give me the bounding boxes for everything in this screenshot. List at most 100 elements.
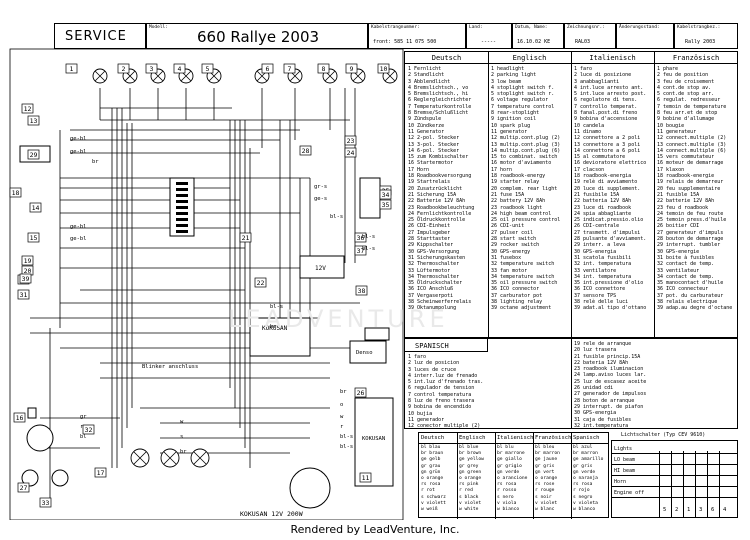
component-number-box — [21, 103, 34, 114]
wire-color-label: gr — [80, 414, 87, 420]
legend-item-fr: 32 contact de temp. — [657, 261, 715, 268]
legend-item-fr: 3 feu de croisement — [657, 78, 715, 85]
component-number-box — [145, 63, 158, 74]
ignition-coil-box — [364, 327, 390, 341]
legend-item-fr: 20 feu supplementaire — [657, 185, 721, 192]
legend-item-de: 8 Bremse/Schlußlicht — [408, 110, 469, 117]
wire-color-label: ge-bl — [70, 136, 87, 142]
legend-item-de: 29 Kippschalter — [408, 242, 454, 249]
color-header: Französisch — [535, 435, 572, 441]
legend-item-en: 27 pulser coil — [491, 229, 534, 236]
legend-item-es: 1 faro — [408, 354, 427, 360]
lighting-relay-box — [359, 177, 381, 219]
switch-row-label: Horn — [614, 479, 627, 485]
component-number: 7 — [288, 65, 292, 73]
legend-item-fr: 13 connect.multiple (3) — [657, 141, 727, 148]
wire-color-label: bl-s — [340, 434, 353, 440]
lamp-cross-icon — [94, 70, 106, 82]
legend-item-es: 27 generador de impulsos — [574, 391, 647, 398]
legend-header-en: Englisch — [512, 54, 547, 62]
component-number: 27 — [20, 484, 28, 492]
change-state-cell: Änderungsstand: — [616, 23, 674, 49]
tail-lamp-cross-icon — [133, 451, 147, 465]
component-number: 14 — [32, 204, 40, 212]
component-number: 23 — [347, 137, 355, 145]
legend-item-de: 2 Standlicht — [408, 72, 445, 79]
legend-item-de: 3 Abblendlicht — [408, 78, 451, 85]
component-number: 13 — [30, 117, 38, 125]
legend-item-it: 37 sensore TPS — [574, 292, 617, 299]
legend-item-it: 6 regolatore di tens. — [574, 97, 638, 104]
legend-item-it: 27 trasmett. d'impulsi — [574, 229, 641, 236]
legend-item-fr: 18 roadbook-energie — [657, 173, 715, 180]
model-cell: Modell: 660 Rallye 2003 — [146, 23, 368, 49]
switch-terminal-number: 5 — [663, 507, 667, 513]
legend-item-de: 25 Öldruckkontrolle — [408, 217, 466, 224]
legend-item-en: 19 starter relay — [491, 179, 540, 186]
connector-pin — [176, 194, 188, 197]
legend-item-en: 9 ignition coil — [491, 116, 537, 123]
legend-item-de: 11 Generator — [408, 128, 445, 135]
legend-item-fr: 12 connect.multiple (2) — [657, 135, 727, 142]
component-number: 1 — [70, 65, 74, 73]
component-number-box — [65, 63, 78, 74]
wire-color-label: bl-s — [330, 214, 343, 220]
legend-item-it: 15 al commutatore — [574, 154, 626, 161]
legend-header-it: Italienisch — [589, 54, 636, 62]
drawing-number-cell: Zeichnungsnr.: RAL03 — [564, 23, 616, 49]
component-number: 3 — [150, 65, 154, 73]
legend-item-es: 31 caja de fusibles — [574, 416, 632, 423]
component-number: 18 — [12, 189, 20, 197]
legend-item-de: 13 3-pol. Stecker — [408, 141, 460, 148]
switch-terminal-number: 3 — [699, 507, 703, 513]
denso-box — [349, 340, 387, 364]
legend-item-de: 17 Horn — [408, 166, 430, 173]
component-number: 20 — [24, 267, 32, 275]
component-number: 12 — [24, 105, 32, 113]
legend-item-it: 23 luce di roadbook — [574, 204, 632, 211]
watermark: LEADVENTURE — [228, 305, 449, 333]
legend-item-en: 2 parking light — [491, 72, 537, 79]
legend-item-fr: 9 bobine d'allumage — [657, 116, 715, 123]
legend-item-en: 26 CDI-unit — [491, 223, 525, 230]
legend-item-it: 5 int.luce arresto post. — [574, 91, 647, 98]
legend-item-fr: 37 pot. du carburateur — [657, 292, 724, 299]
color-code-column: bl blue br brown ge yellow gr grey gn gr… — [459, 445, 484, 513]
component-number: 22 — [257, 279, 265, 287]
legend-item-fr: 1 phare — [657, 66, 679, 72]
legend-item-en: 28 start switch — [491, 236, 537, 243]
legend-item-en: 5 stoplight switch r. — [491, 91, 555, 98]
legend-header-de: Deutsch — [431, 54, 462, 62]
legend-item-it: 13 connettore a 3 poli — [574, 141, 641, 148]
component-number-box — [379, 189, 392, 200]
legend-item-en: 23 roadbook light — [491, 204, 543, 211]
legend-item-de: 36 ICO Anschluß — [408, 286, 454, 293]
legend-item-en: 18 roadbook-energy — [491, 173, 546, 180]
legend-item-de: 39 Oktanumpolung — [408, 305, 457, 312]
wire-color-label: bl-s — [362, 234, 375, 240]
legend-item-en: 10 spark plug — [491, 122, 531, 129]
legend-item-en: 24 high beam control — [491, 210, 552, 217]
legend-item-fr: 28 bouton de demarrage — [657, 236, 724, 243]
legend-item-fr: 14 connect.multiple (6) — [657, 147, 727, 154]
legend-item-de: 35 Öldruckschalter — [408, 280, 463, 287]
model-name: 660 Rallye 2003 — [197, 28, 320, 46]
legend-item-de: 7 Temperaturkontrolle — [408, 103, 472, 110]
wire-color-label: ge-bl — [70, 224, 87, 230]
legend-item-it: 34 int. temperatura — [574, 273, 632, 280]
component-number-box — [9, 187, 22, 198]
legend-item-it: 39 adat.al tipo d'ottano — [574, 305, 647, 312]
component-number-box — [239, 232, 252, 243]
component-number: 35 — [382, 201, 390, 209]
component-number-box — [94, 467, 107, 478]
legend-item-de: 18 Roadbookversorgung — [408, 173, 472, 180]
legend-item-it: 31 scatola fusibili — [574, 254, 632, 261]
component-number-box — [82, 424, 95, 435]
wire-color-label: br — [340, 389, 347, 395]
legend-item-it: 28 pulsante d'avviament. — [574, 236, 647, 243]
switch-terminal-number: 6 — [711, 507, 715, 513]
legend-item-de: 5 Bremslichtsch., hi — [408, 91, 469, 98]
tail-lamp-cross-icon — [193, 451, 207, 465]
